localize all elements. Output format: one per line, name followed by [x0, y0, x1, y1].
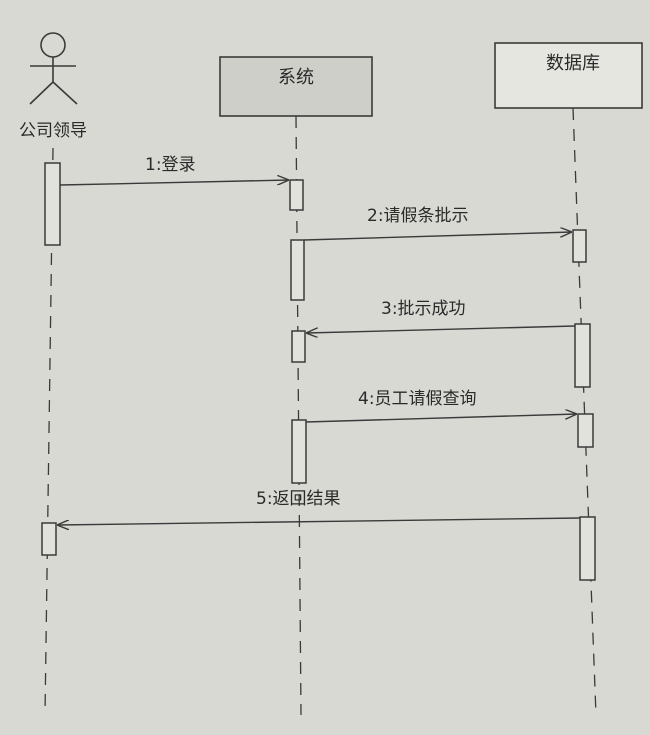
activation-database-1 — [572, 229, 587, 263]
actor-left-leg — [29, 81, 54, 105]
message-label-4: 4:员工请假查询 — [358, 389, 477, 409]
lifeline-system — [295, 115, 302, 716]
actor-head — [40, 32, 66, 58]
activation-actor-2 — [41, 522, 57, 556]
message-arrow-3 — [306, 325, 576, 333]
activation-database-4 — [579, 516, 596, 581]
message-arrow-1 — [59, 180, 289, 186]
message-label-2: 2:请假条批示 — [367, 206, 469, 226]
object-label-database: 数据库 — [546, 53, 600, 74]
activation-actor-1 — [44, 162, 61, 246]
actor: 公司领导 — [19, 32, 87, 141]
lifeline-database — [572, 107, 597, 716]
actor-right-leg — [52, 81, 78, 105]
activation-system-4 — [291, 419, 307, 484]
object-box-database — [494, 42, 643, 109]
actor-label: 公司领导 — [19, 121, 87, 141]
message-label-5: 5:返回结果 — [256, 489, 341, 509]
activation-database-2 — [574, 323, 591, 388]
object-label-system: 系统 — [278, 67, 314, 88]
message-label-1: 1:登录 — [145, 155, 196, 175]
activation-system-1 — [289, 179, 304, 211]
activation-system-3 — [291, 330, 306, 363]
message-arrow-4 — [305, 414, 577, 423]
activation-system-2 — [290, 239, 305, 301]
object-box-system — [219, 56, 373, 117]
activation-database-3 — [577, 413, 594, 448]
message-label-3: 3:批示成功 — [381, 299, 466, 319]
message-arrow-2 — [303, 232, 572, 241]
message-arrow-5 — [57, 517, 581, 525]
